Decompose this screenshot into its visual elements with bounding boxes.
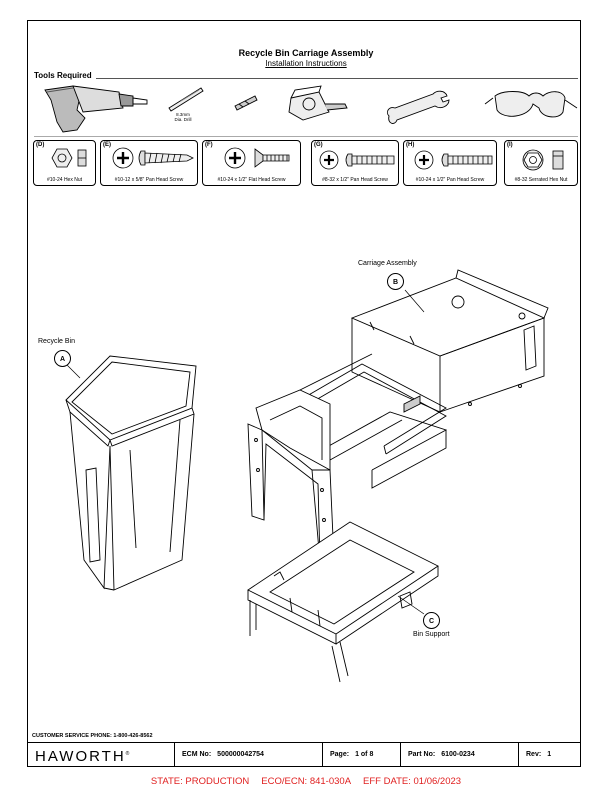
part-f-letter: (F) bbox=[205, 142, 213, 148]
recycle-bin-drawing bbox=[65, 355, 197, 591]
wrench-icon bbox=[386, 90, 450, 124]
part-number-cell: Part No: 6100-0234 bbox=[400, 743, 518, 767]
callout-b-circle: B bbox=[387, 273, 404, 290]
part-g-label: #8-32 x 1/2" Pan Head Screw bbox=[322, 177, 388, 183]
callout-a-label: Recycle Bin bbox=[38, 338, 75, 345]
part-h-label: #10-24 x 1/2" Pan Head Screw bbox=[415, 177, 485, 183]
drill-bit-size: 8.3mm bbox=[176, 112, 190, 117]
parts-divider bbox=[34, 136, 578, 137]
part-h-box: (H) #10-24 x 1/2" Pan Head Screw bbox=[403, 140, 497, 186]
eff-date-text: EFF DATE: 01/06/2023 bbox=[363, 776, 462, 787]
footer-bar: HAWORTH® ECM No: 500000042754 Page: 1 of 8… bbox=[27, 742, 581, 767]
callout-c-leader bbox=[397, 595, 425, 615]
pan-head-screw-icon bbox=[414, 150, 493, 170]
callout-b-label: Carriage Assembly bbox=[358, 260, 417, 267]
part-d-box: (D) #10-24 Hex Nut bbox=[33, 140, 96, 186]
serrated-hex-nut-icon bbox=[522, 149, 564, 171]
part-g-box: (G) #8-32 x 1/2" Pan Head Screw bbox=[311, 140, 399, 186]
rev-cell: Rev: 1 bbox=[518, 743, 581, 767]
pan-head-screw-icon bbox=[112, 147, 194, 169]
page-label: Page: bbox=[330, 751, 350, 758]
rev-label: Rev: bbox=[526, 751, 542, 758]
rev-value: 1 bbox=[547, 751, 552, 758]
tools-row bbox=[33, 82, 578, 134]
drill-bit-type: Dia. Drill bbox=[174, 117, 192, 122]
part-g-letter: (G) bbox=[314, 142, 323, 148]
customer-service-phone: CUSTOMER SERVICE PHONE: 1-800-426-8562 bbox=[32, 733, 153, 739]
part-e-letter: (E) bbox=[103, 142, 111, 148]
logo-text: HAWORTH bbox=[35, 748, 126, 765]
page-frame bbox=[27, 20, 581, 767]
page-cell: Page: 1 of 8 bbox=[322, 743, 400, 767]
ecm-value: 500000042754 bbox=[217, 751, 264, 758]
eco-text: ECO/ECN: 841-030A bbox=[261, 776, 352, 787]
part-number-value: 6100-0234 bbox=[441, 751, 475, 758]
page-value: 1 of 8 bbox=[355, 751, 374, 758]
haworth-logo: HAWORTH® bbox=[35, 748, 129, 765]
tools-divider bbox=[34, 78, 578, 79]
screwdriver-bit-icon bbox=[234, 95, 258, 111]
drill-icon bbox=[44, 85, 148, 133]
page-title: Recycle Bin Carriage Assembly bbox=[238, 48, 374, 58]
part-e-box: (E) #10-12 x 5/8" Pan Head Screw bbox=[100, 140, 198, 186]
bin-support-drawing bbox=[247, 521, 439, 683]
pan-head-screw-icon bbox=[319, 150, 395, 170]
callout-a-circle: A bbox=[54, 350, 71, 367]
flat-head-screw-icon bbox=[224, 147, 290, 169]
callout-c-circle: C bbox=[423, 612, 440, 629]
logo-registered-mark: ® bbox=[125, 751, 130, 757]
part-i-box: (I) #8-32 Serrated Hex Nut bbox=[504, 140, 578, 186]
tools-required-label: Tools Required bbox=[34, 71, 96, 80]
part-h-letter: (H) bbox=[406, 142, 415, 148]
part-f-label: #10-24 x 1/2" Flat Head Screw bbox=[217, 177, 286, 183]
part-number-label: Part No: bbox=[408, 751, 436, 758]
page-subtitle: Installation Instructions bbox=[265, 59, 347, 68]
drill-bit-label: 8.3mm Dia. Drill bbox=[168, 112, 198, 122]
safety-glasses-icon bbox=[484, 91, 578, 118]
carriage-assembly-drawing bbox=[247, 269, 549, 563]
callout-c-label: Bin Support bbox=[413, 631, 450, 638]
callout-b-leader bbox=[404, 289, 425, 313]
part-e-label: #10-12 x 5/8" Pan Head Screw bbox=[114, 177, 184, 183]
hex-nut-icon bbox=[51, 148, 87, 168]
ecm-cell: ECM No: 500000042754 bbox=[174, 743, 322, 767]
part-d-letter: (D) bbox=[36, 142, 45, 148]
drill-bit-icon bbox=[168, 87, 204, 112]
tape-measure-icon bbox=[288, 85, 348, 121]
part-d-label: #10-24 Hex Nut bbox=[46, 177, 83, 183]
state-text: STATE: PRODUCTION bbox=[150, 776, 250, 787]
part-f-box: (F) #10-24 x 1/2" Flat Head Screw bbox=[202, 140, 301, 186]
part-i-label: #8-32 Serrated Hex Nut bbox=[514, 177, 568, 183]
part-i-letter: (I) bbox=[507, 142, 513, 148]
ecm-label: ECM No: bbox=[182, 751, 212, 758]
state-line: STATE: PRODUCTION ECO/ECN: 841-030A EFF DA… bbox=[0, 776, 612, 787]
